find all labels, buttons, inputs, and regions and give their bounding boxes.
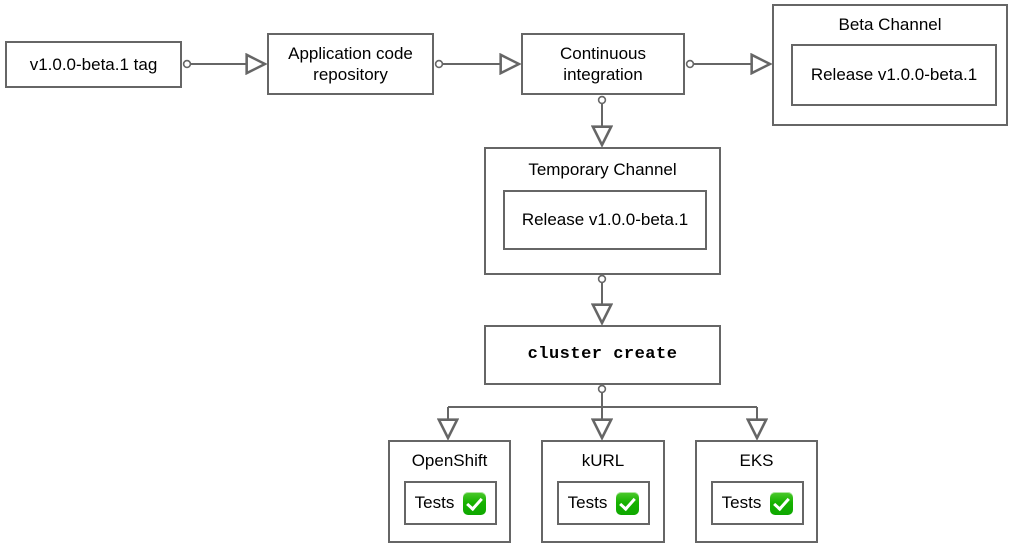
group-temporary-channel[interactable]: Temporary Channel Release v1.0.0-beta.1: [484, 147, 721, 275]
edge-tag-to-repo: [182, 61, 265, 68]
node-eks-tests-label: Tests: [721, 493, 762, 512]
node-cluster-create-label: cluster create: [527, 345, 678, 365]
node-tag[interactable]: v1.0.0-beta.1 tag: [5, 41, 182, 88]
edge-temporary-channel-to-cluster-create: [599, 274, 606, 323]
node-continuous-integration[interactable]: Continuous integration: [521, 33, 685, 95]
node-cluster-create[interactable]: cluster create: [484, 325, 721, 385]
edge-ci-to-temporary-channel: [599, 95, 606, 145]
group-openshift-label: OpenShift: [411, 451, 488, 470]
node-eks-tests[interactable]: Tests: [711, 481, 804, 525]
node-beta-channel-release-label: Release v1.0.0-beta.1: [810, 65, 978, 84]
node-application-code-repository-label: Application code repository: [288, 43, 413, 84]
group-kurl[interactable]: kURL Tests: [541, 440, 665, 543]
group-eks[interactable]: EKS Tests: [695, 440, 818, 543]
node-openshift-tests-label: Tests: [414, 493, 455, 512]
node-kurl-tests[interactable]: Tests: [557, 481, 650, 525]
node-temporary-channel-release[interactable]: Release v1.0.0-beta.1: [503, 190, 707, 250]
node-tag-label: v1.0.0-beta.1 tag: [29, 54, 158, 74]
group-openshift[interactable]: OpenShift Tests: [388, 440, 511, 543]
green-check-icon: [616, 491, 640, 515]
edge-repo-to-ci: [434, 61, 519, 68]
group-kurl-label: kURL: [581, 451, 625, 470]
green-check-icon: [463, 491, 487, 515]
group-beta-channel-label: Beta Channel: [838, 15, 942, 34]
node-beta-channel-release[interactable]: Release v1.0.0-beta.1: [791, 44, 997, 106]
group-temporary-channel-label: Temporary Channel: [528, 160, 677, 179]
node-temporary-channel-release-label: Release v1.0.0-beta.1: [521, 210, 689, 229]
group-eks-label: EKS: [739, 451, 774, 470]
edge-ci-to-beta-channel: [685, 61, 770, 68]
green-check-icon: [770, 491, 794, 515]
node-continuous-integration-label: Continuous integration: [559, 43, 646, 84]
node-application-code-repository[interactable]: Application code repository: [267, 33, 434, 95]
edge-cluster-create-to-targets: [448, 384, 757, 438]
node-openshift-tests[interactable]: Tests: [404, 481, 497, 525]
node-kurl-tests-label: Tests: [567, 493, 608, 512]
group-beta-channel[interactable]: Beta Channel Release v1.0.0-beta.1: [772, 4, 1008, 126]
